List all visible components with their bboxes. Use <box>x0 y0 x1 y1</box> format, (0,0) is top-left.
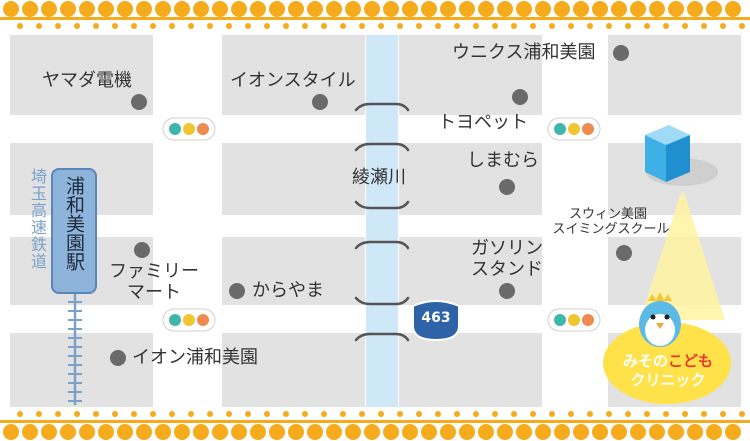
label-gas-line1: ガソリン <box>471 238 543 259</box>
marker-karayama <box>229 283 245 299</box>
traffic-signal-icon <box>547 117 601 141</box>
marker-swin <box>616 245 632 261</box>
traffic-signal-icon <box>547 308 601 332</box>
bridge <box>354 296 410 306</box>
station-name: 浦和美園駅 <box>63 176 85 271</box>
label-shimamura: しまむら <box>467 150 539 171</box>
label-aeon-urawa: イオン浦和美園 <box>132 347 258 368</box>
marker-unicus <box>613 45 629 61</box>
route-badge: 463 <box>413 300 459 340</box>
label-toyopet: トヨペット <box>438 112 528 133</box>
label-yamada: ヤマダ電機 <box>42 70 132 91</box>
label-gas-line2: スタンド <box>471 259 543 280</box>
marker-yamada <box>131 94 147 110</box>
river <box>366 35 398 407</box>
label-familymart-line1: ファミリー <box>109 261 199 282</box>
penguin-mascot-icon <box>639 292 681 347</box>
clinic-bubble <box>603 322 731 404</box>
railway-track <box>68 290 82 405</box>
bridge <box>354 200 410 210</box>
marker-aeon-style <box>312 94 328 110</box>
route-shield-icon <box>412 300 460 342</box>
block <box>10 333 153 407</box>
clinic-name-part2: こども <box>668 352 714 370</box>
clinic-name-line2: クリニック <box>630 371 706 389</box>
block <box>608 35 741 115</box>
station-box: 浦和美園駅 <box>51 168 97 294</box>
label-karayama: からやま <box>252 280 324 301</box>
marker-toyopet <box>512 89 528 105</box>
block <box>399 333 542 407</box>
spotlight-beam <box>640 192 725 320</box>
bridges <box>354 102 410 342</box>
block <box>10 35 153 115</box>
traffic-signals <box>162 117 601 332</box>
label-unicus: ウニクス浦和美園 <box>452 42 596 63</box>
traffic-signal-icon <box>162 117 216 141</box>
bridge <box>354 102 410 112</box>
bottom-border <box>0 411 750 440</box>
bridge <box>354 332 410 342</box>
block <box>399 143 542 215</box>
bridge <box>354 142 410 152</box>
traffic-signal-icon <box>162 308 216 332</box>
label-swin-line2: スイミングスクール <box>552 222 670 237</box>
bridge <box>354 240 410 250</box>
marker-aeon-urawa <box>110 350 126 366</box>
marker-shimamura <box>499 179 515 195</box>
marker-gas <box>499 283 515 299</box>
block <box>222 35 365 115</box>
route-number: 463 <box>421 310 451 326</box>
landmark-markers <box>110 45 632 366</box>
label-ayase-river: 綾瀬川 <box>352 167 406 188</box>
clinic-name-part1: みその <box>622 352 668 370</box>
label-swin-line1: スウィン美園 <box>568 207 647 222</box>
top-border <box>0 1 750 29</box>
block <box>399 237 542 305</box>
label-aeon-style: イオンスタイル <box>230 70 356 91</box>
label-familymart-line2: マート <box>127 282 181 303</box>
block <box>222 237 365 305</box>
block <box>222 333 365 407</box>
clinic-building-icon <box>645 125 718 186</box>
marker-familymart <box>134 242 150 258</box>
railway-label: 埼玉高速鉄道 <box>28 168 47 270</box>
clinic-name: みそのこども クリニック <box>603 352 733 390</box>
block <box>222 143 365 215</box>
